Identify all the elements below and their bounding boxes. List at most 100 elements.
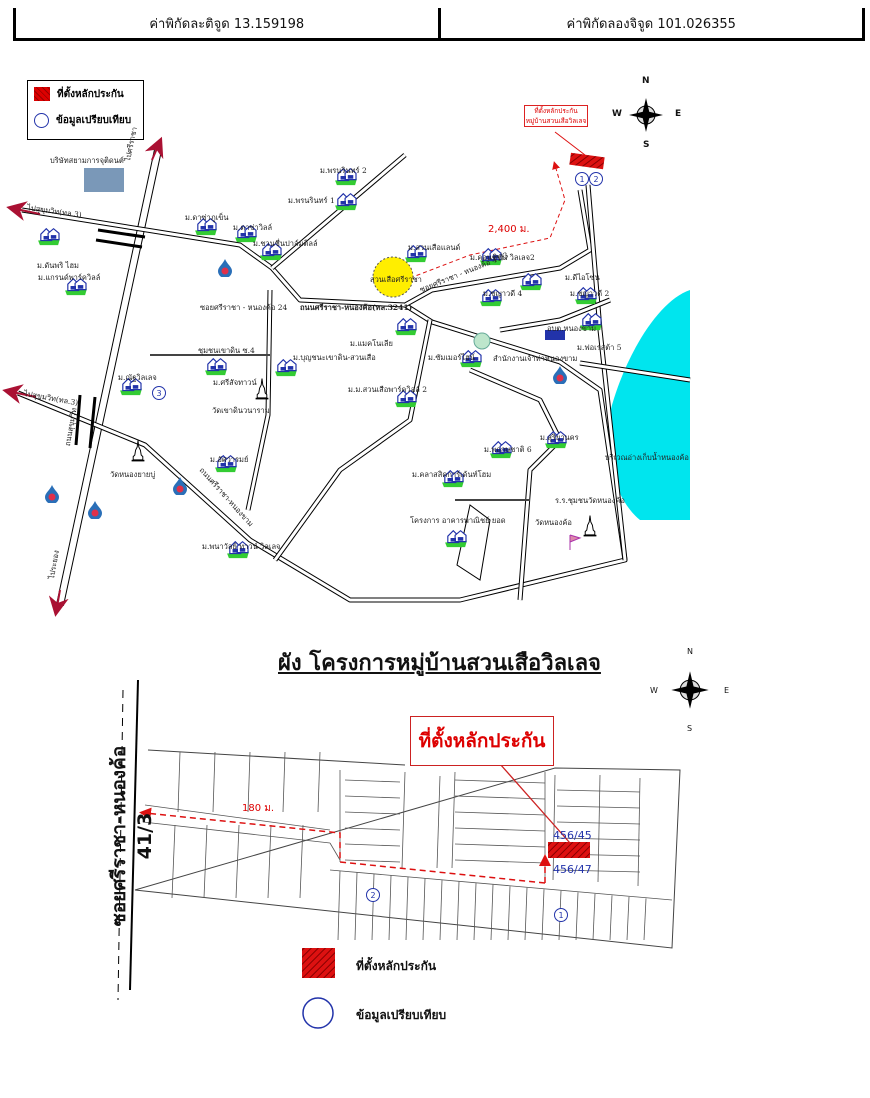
direction-arrow xyxy=(2,384,37,404)
lot-line xyxy=(556,805,641,809)
lot-line xyxy=(344,811,401,815)
lot-line xyxy=(344,827,401,831)
lot-line xyxy=(422,878,426,941)
map-label: ร.ร.ชุมชนวัดหนองค้อ xyxy=(555,496,625,505)
map-label: ม.พนาวัลย์ ทาวน์ วิลเลจ xyxy=(202,542,281,551)
lot-line xyxy=(317,751,321,813)
map-label: อบต.หนองขาม xyxy=(547,324,597,333)
lot-line xyxy=(329,869,673,901)
house-icon xyxy=(334,193,358,211)
lot-line xyxy=(344,779,401,783)
lot-line xyxy=(507,886,511,941)
direction-arrow xyxy=(48,589,69,617)
legend-comparison: ข้อมูลเปรียบเทียบ xyxy=(56,114,132,126)
plan-distance-label: 180 ม. xyxy=(242,803,275,814)
lot-line xyxy=(344,859,401,863)
lot-number-upper: 456/45 xyxy=(553,829,592,842)
gas-station-icon xyxy=(45,485,59,503)
map-label: วัดหนองค้อ xyxy=(535,518,572,527)
map-label: ม.ชญาวดี 4 xyxy=(483,289,523,298)
lot-line xyxy=(436,775,441,869)
compass2-w: W xyxy=(650,686,658,695)
house-icon xyxy=(444,530,468,548)
compass-n: N xyxy=(642,76,650,86)
map-label: บริเวณอ่างเก็บน้ำหนองค้อ xyxy=(605,453,689,462)
lot-line xyxy=(556,869,641,873)
gas-station-icon xyxy=(88,501,102,519)
map-label: ม.พรนรินทร์ 2 xyxy=(320,166,367,175)
office-icon xyxy=(545,330,565,340)
temple-icon xyxy=(583,515,597,537)
distance-label: 2,400 ม. xyxy=(488,224,530,235)
map-label: ม.แกรนด์พาร์ควิลล์ xyxy=(38,273,101,282)
lot-line xyxy=(439,880,443,941)
map-label: ม.ณัฐวิลเลจ xyxy=(118,373,157,382)
lot-line xyxy=(344,843,401,847)
map-legend: ที่ตั้งหลักประกัน ข้อมูลเปรียบเทียบ xyxy=(27,80,144,140)
lot-line xyxy=(473,883,477,941)
lot-line xyxy=(637,777,641,887)
lot-line xyxy=(235,824,240,899)
lot-line xyxy=(247,751,251,813)
lot-line xyxy=(454,811,546,816)
project-plot xyxy=(456,504,491,581)
latitude-label: ค่าพิกัดละติจูด 13.159198 xyxy=(149,16,305,32)
callout-line-1: ที่ตั้งหลักประกัน xyxy=(534,107,578,115)
lot-line xyxy=(597,774,601,883)
map-label: ซอยศรีราชา - หนองค้อ 24 xyxy=(200,303,288,312)
callout-leader xyxy=(499,763,571,844)
map-label: สวนเสือศรีราชา xyxy=(370,275,422,284)
comparison-marker-1: 1 xyxy=(575,172,589,186)
collateral-plot xyxy=(548,842,590,858)
map-label: ม.ศรีสัจทาวน์ xyxy=(213,378,257,387)
lot-line xyxy=(177,751,181,813)
office-seal-icon xyxy=(473,332,491,350)
lot-line xyxy=(329,842,341,861)
tiger-zoo-marker xyxy=(372,256,414,298)
soi-road-line xyxy=(129,679,139,991)
road xyxy=(469,367,563,601)
lot-line xyxy=(144,804,331,831)
lot-line xyxy=(401,771,406,869)
callout-line-2: หมู่บ้านสวนเสือวิลเลจ xyxy=(525,117,587,125)
site-plan-title: ผัง โครงการหมู่บ้านสวนเสือวิลเลจ xyxy=(278,650,601,676)
house-icon xyxy=(394,318,418,336)
map-label: ม.แมคโนเลีย xyxy=(350,339,393,348)
map-label: ม.สุริยานคร xyxy=(540,433,579,442)
lot-line xyxy=(354,872,358,941)
distance-route xyxy=(409,161,566,279)
plan-comparison-marker-2: 2 xyxy=(366,888,380,902)
lot-line xyxy=(282,751,286,813)
legend-collateral: ที่ตั้งหลักประกัน xyxy=(57,88,124,100)
map-label: วัดหนองยายบู่ xyxy=(110,470,156,479)
lot-line xyxy=(575,892,579,941)
compass-icon xyxy=(671,671,709,709)
lot-line xyxy=(405,877,409,941)
collateral-swatch-icon xyxy=(34,87,50,101)
map-label: ม.พรนรินทร์ 1 xyxy=(288,196,335,205)
comparison-circle-icon xyxy=(34,112,49,128)
legend-collateral-swatch-icon xyxy=(302,948,335,978)
site-plan-drawing xyxy=(117,679,681,1029)
collateral-callout-plan: ที่ตั้งหลักประกัน xyxy=(410,716,554,766)
compass2-e: E xyxy=(724,686,730,695)
overpass xyxy=(74,228,146,449)
map-label: ม.ม.สวนเสือพาร์ควิลล์ 2 xyxy=(348,385,427,394)
gas-station-icon xyxy=(218,259,232,277)
road xyxy=(245,289,273,511)
lot-line xyxy=(451,771,456,869)
road xyxy=(17,207,628,603)
map-label: ม.อัศวารมย์ xyxy=(210,455,249,464)
distance-route-plan xyxy=(139,807,546,884)
lot-line xyxy=(203,824,208,899)
lot-line xyxy=(490,884,494,941)
map-icons xyxy=(37,98,709,709)
compass-s: S xyxy=(643,140,650,150)
legend-comparison-circle-icon xyxy=(302,997,334,1029)
map-label: ม.ดาซ่าวิลล์ xyxy=(233,223,273,232)
direction-arrow xyxy=(144,136,164,161)
collateral-site-marker xyxy=(569,152,605,170)
map-label: โครงการ อาคารพาณิชย์ ยอด xyxy=(410,516,506,525)
map-label: ม.สวนเสือแลนด์ xyxy=(408,243,461,252)
lot-line xyxy=(142,821,331,844)
